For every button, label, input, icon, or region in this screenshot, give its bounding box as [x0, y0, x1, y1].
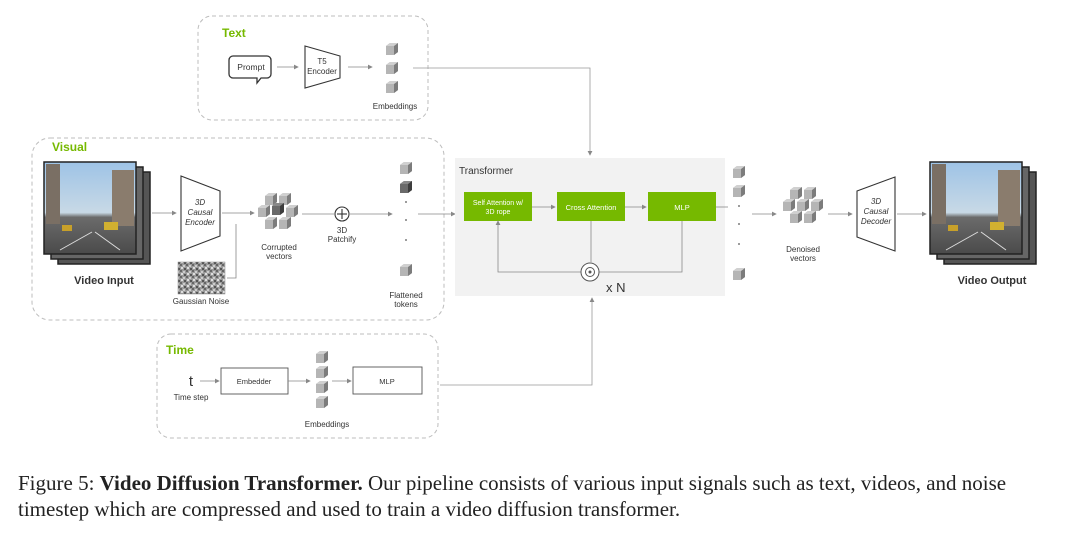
visual-group-frame: [31, 137, 445, 321]
denoised-vectors-cluster: [783, 187, 823, 223]
encoder-label-1: 3D: [195, 198, 205, 207]
time-group-label: Time: [166, 343, 194, 357]
3d-causal-decoder: 3D Causal Decoder: [856, 176, 896, 252]
time-embeddings-label: Embeddings: [305, 420, 349, 429]
repeat-label: x N: [606, 280, 626, 295]
corrupted-label-1: Corrupted: [261, 243, 297, 252]
visual-group-label: Visual: [52, 140, 87, 154]
flattened-label-2: tokens: [394, 300, 418, 309]
prompt-bubble: Prompt: [228, 55, 272, 85]
prompt-label: Prompt: [237, 62, 265, 72]
t5-encoder: T5 Encoder: [304, 45, 341, 89]
text-embeddings-label: Embeddings: [373, 102, 417, 111]
video-input-label: Video Input: [74, 275, 134, 287]
encoder-label-3: Encoder: [185, 218, 215, 227]
t5-encoder-label-2: Encoder: [307, 67, 337, 76]
gaussian-noise-image: [177, 261, 226, 295]
video-output-frames: [929, 161, 1037, 265]
text-embeddings-stack: [386, 43, 398, 93]
caption-title: Video Diffusion Transformer.: [99, 471, 363, 495]
corrupted-label-2: vectors: [266, 252, 292, 261]
self-attention-label-1: Self Attention w/: [473, 200, 523, 207]
caption-prefix: Figure 5:: [18, 471, 100, 495]
time-group-frame: [156, 333, 439, 439]
flattened-tokens-stack: [400, 162, 412, 276]
t-symbol: t: [189, 373, 194, 390]
patchify-label-1: 3D: [337, 226, 347, 235]
text-group-label: Text: [222, 26, 246, 40]
caption-body: Our pipeline consists of various input s…: [18, 471, 1007, 521]
mlp-label: MLP: [674, 203, 689, 212]
gaussian-noise-label: Gaussian Noise: [173, 297, 230, 306]
decoder-label-1: 3D: [871, 197, 881, 206]
cross-attention-label: Cross Attention: [566, 203, 617, 212]
self-attention-label-2: 3D rope: [486, 209, 511, 216]
repeat-cycle-icon: [580, 262, 600, 282]
self-attention-block: Self Attention w/ 3D rope: [464, 192, 532, 221]
video-output-label: Video Output: [958, 275, 1027, 287]
decoder-label-2: Causal: [864, 207, 889, 216]
flattened-label-1: Flattened: [389, 291, 422, 300]
pipeline-diagram: Text Prompt T5 Encoder Embeddings Visual…: [31, 15, 1037, 439]
patchify-plus-icon: [334, 206, 350, 222]
3d-causal-encoder: 3D Causal Encoder: [180, 175, 221, 252]
time-mlp-label: MLP: [379, 377, 394, 386]
t5-encoder-label-1: T5: [317, 57, 327, 66]
transformer-label: Transformer: [459, 166, 514, 177]
time-step-label: Time step: [174, 393, 209, 402]
output-tokens-stack: [733, 166, 745, 280]
cross-attention-block: Cross Attention: [557, 192, 625, 221]
embedder-label: Embedder: [237, 377, 272, 386]
time-mlp-box: MLP: [352, 366, 423, 395]
mlp-block: MLP: [648, 192, 716, 221]
denoised-label-1: Denoised: [786, 245, 820, 254]
encoder-label-2: Causal: [188, 208, 213, 217]
time-embeddings-stack: [316, 351, 328, 408]
decoder-label-3: Decoder: [861, 217, 892, 226]
video-input-frames: [43, 161, 151, 265]
denoised-label-2: vectors: [790, 254, 816, 263]
figure-caption: Figure 5: Video Diffusion Transformer. O…: [18, 470, 1078, 522]
embedder-box: Embedder: [220, 367, 289, 395]
corrupted-vectors-cluster: [258, 193, 298, 229]
patchify-label-2: Patchify: [328, 235, 356, 244]
